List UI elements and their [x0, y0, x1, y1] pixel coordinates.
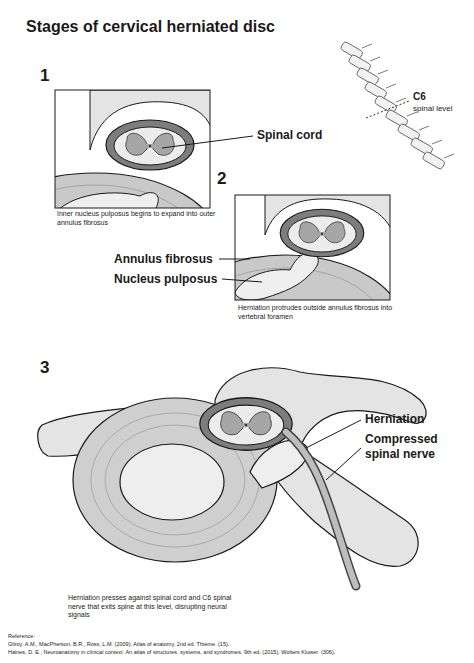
panel-1-illustration [55, 90, 210, 208]
level-label: C6 [413, 91, 426, 103]
panel-caption: Herniation protrudes outside annulus fib… [238, 304, 403, 321]
callout-number: 2 [217, 169, 226, 190]
callout-number: 3 [40, 358, 49, 379]
part-label: Nucleus pulposus [114, 272, 217, 287]
diagram-title: Stages of cervical herniated disc [26, 17, 275, 37]
spine-inset [340, 41, 454, 170]
level-label: spinal level [413, 104, 453, 114]
panel-caption: Inner nucleus pulposus begins to expand … [57, 210, 232, 227]
panel-frame [235, 195, 390, 300]
panel-frame [55, 90, 210, 208]
reference-text: Reference: [8, 633, 35, 640]
part-label: Spinal cord [257, 128, 322, 143]
callout-number: 1 [40, 66, 49, 87]
part-label: Annulus fibrosus [114, 252, 213, 267]
part-label: Compressed spinal nerve [365, 432, 465, 461]
reference-text: Haines, D. E., Neuroanatomy in clinical … [8, 649, 468, 656]
panel-caption: Herniation presses against spinal cord a… [68, 594, 248, 620]
part-label: Herniation [365, 412, 424, 427]
level-marker [366, 101, 409, 118]
reference-text: Gilroy, A.M., MacPherson, B.R., Ross, L.… [8, 641, 468, 648]
panel-2-illustration [235, 195, 390, 300]
panel-3-illustration [38, 368, 426, 586]
